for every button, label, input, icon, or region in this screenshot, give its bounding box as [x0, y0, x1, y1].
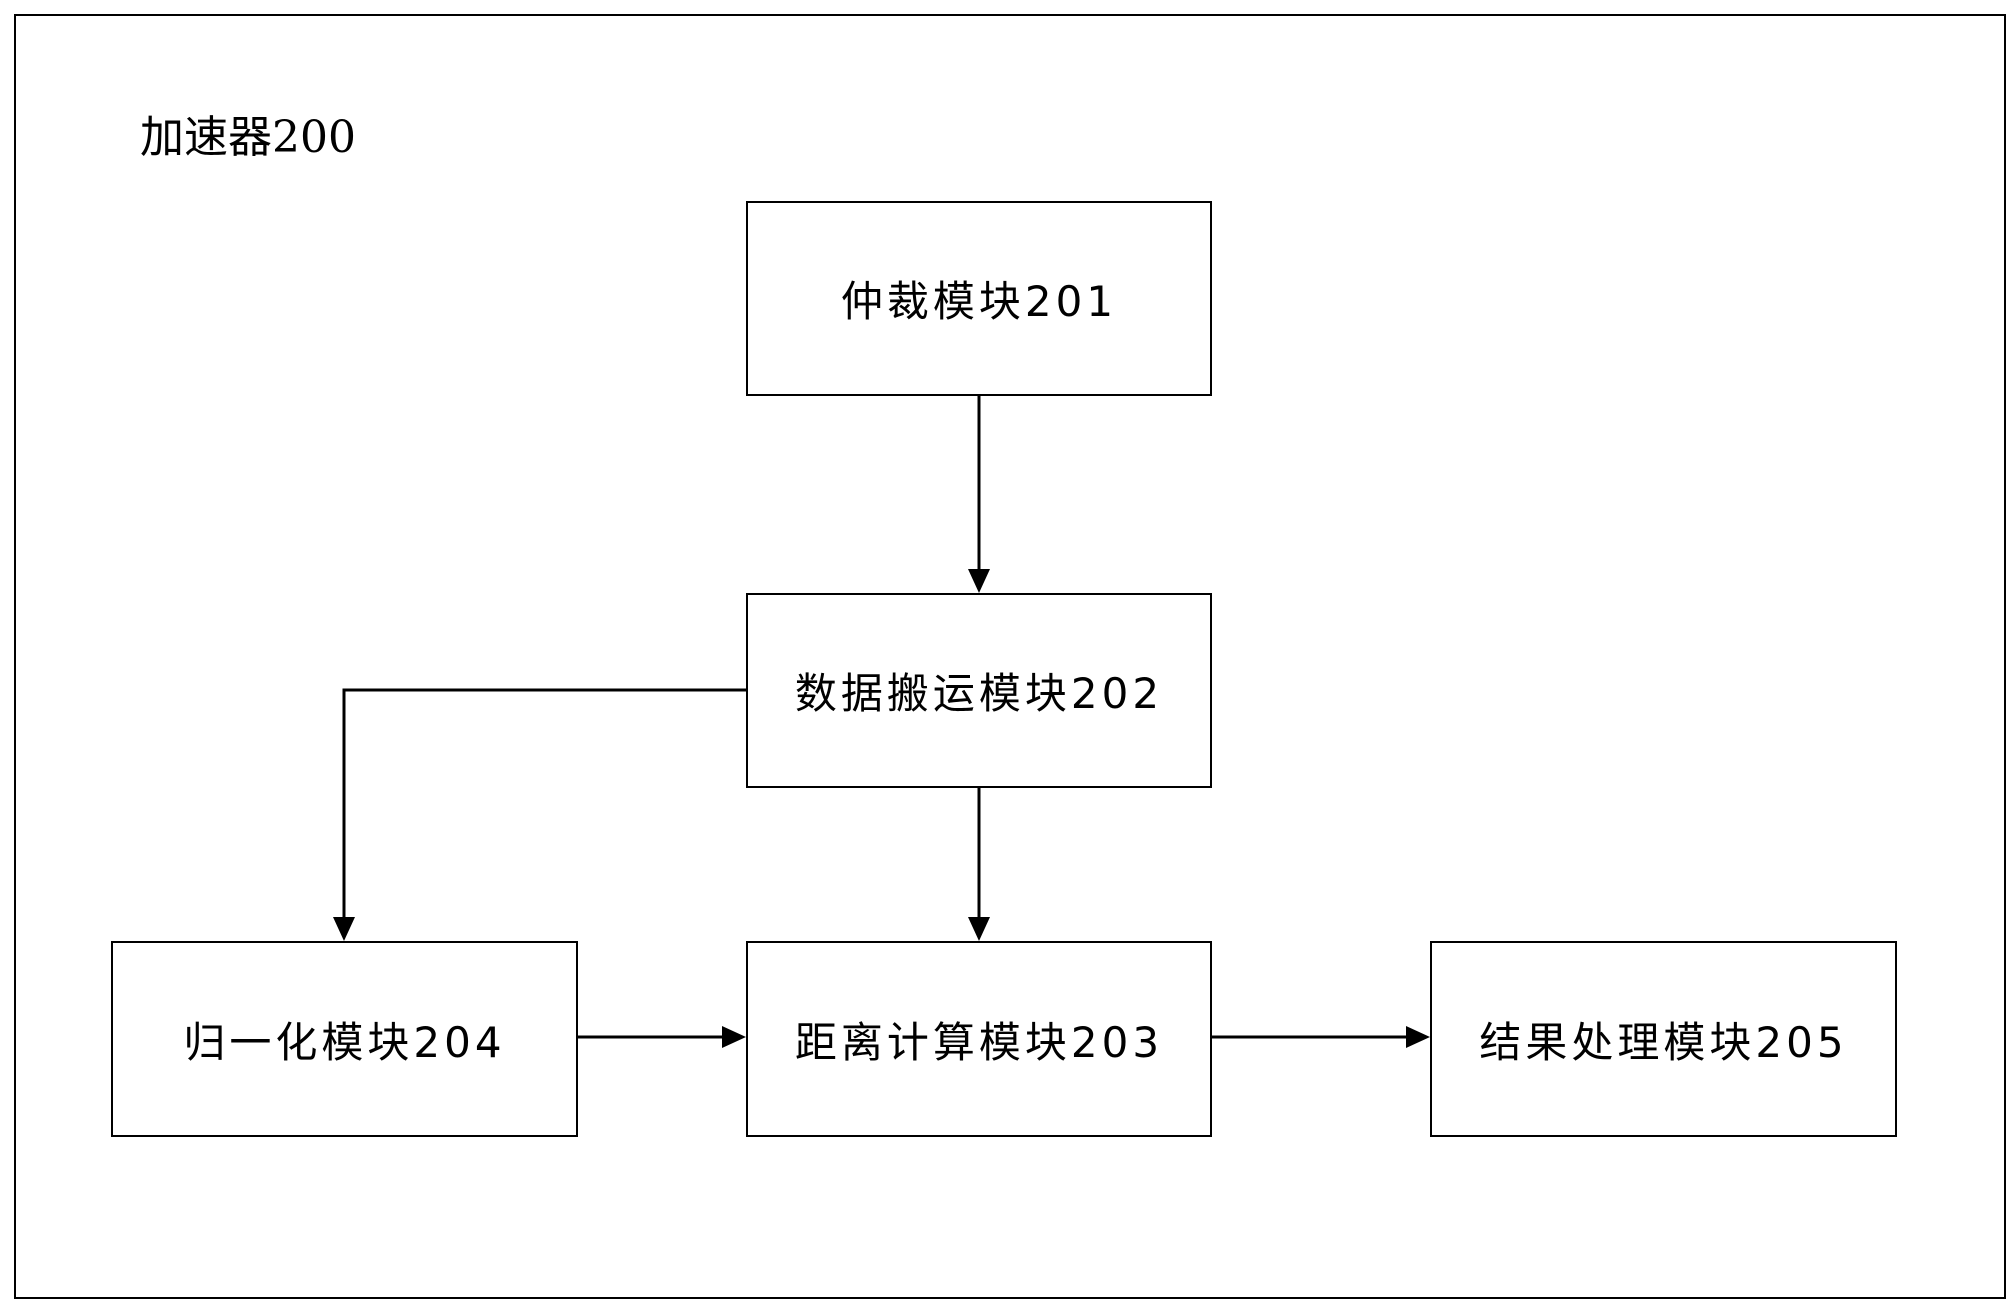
normalization-module-box: 归一化模块204 [111, 941, 578, 1137]
result-processing-module-box: 结果处理模块205 [1430, 941, 1897, 1137]
data-transfer-module-label: 数据搬运模块202 [794, 669, 1164, 718]
arrowhead-202-to-203 [968, 917, 990, 941]
arrowhead-203-to-205 [1406, 1026, 1430, 1048]
result-processing-module-label: 结果处理模块205 [1479, 1017, 1848, 1067]
arrowhead-202-to-204 [333, 917, 355, 941]
arrowhead-204-to-203 [722, 1026, 746, 1048]
arbitration-module-box: 仲裁模块201 [746, 201, 1212, 396]
arrow-202-to-204 [342, 688, 746, 933]
distance-calc-module-label: 距离计算模块203 [794, 1017, 1164, 1067]
distance-calc-module-box: 距离计算模块203 [746, 941, 1212, 1137]
accelerator-frame [14, 14, 2006, 1299]
normalization-module-label: 归一化模块204 [183, 1017, 506, 1067]
data-transfer-module-box: 数据搬运模块202 [746, 593, 1212, 788]
accelerator-title: 加速器200 [140, 112, 356, 163]
arbitration-module-label: 仲裁模块201 [840, 277, 1118, 326]
arrowhead-201-to-202 [968, 569, 990, 593]
